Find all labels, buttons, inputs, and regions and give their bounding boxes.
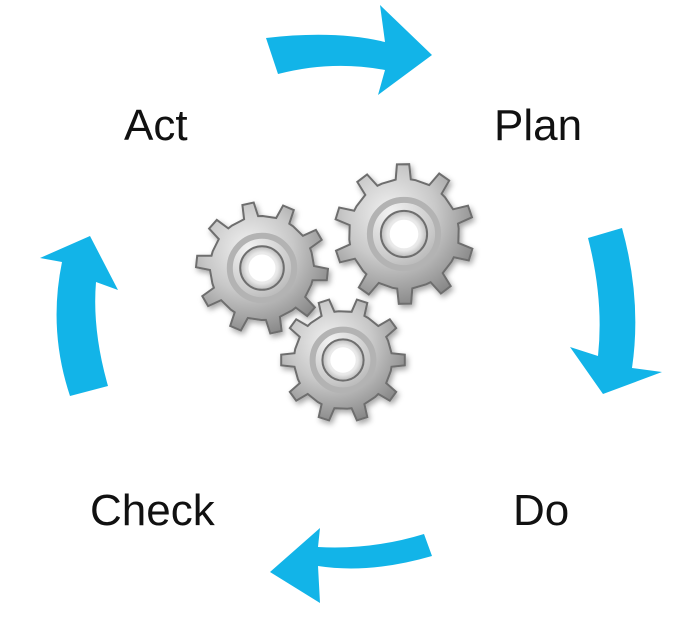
gear-center (330, 347, 355, 372)
gear-center (390, 220, 419, 249)
label-do: Do (513, 489, 569, 533)
arrow-plan-to-do (570, 228, 662, 394)
arrow-check-to-act (40, 236, 118, 396)
arrow-do-to-check (270, 528, 432, 603)
gear-bottom-icon (281, 300, 405, 421)
gear-left-icon (196, 203, 328, 334)
arrow-act-to-plan (266, 5, 432, 95)
label-act: Act (124, 104, 188, 148)
gear-right-icon (336, 164, 473, 304)
gears-icon (196, 164, 472, 420)
label-check: Check (90, 489, 215, 533)
label-plan: Plan (494, 104, 582, 148)
gear-center (249, 255, 276, 282)
